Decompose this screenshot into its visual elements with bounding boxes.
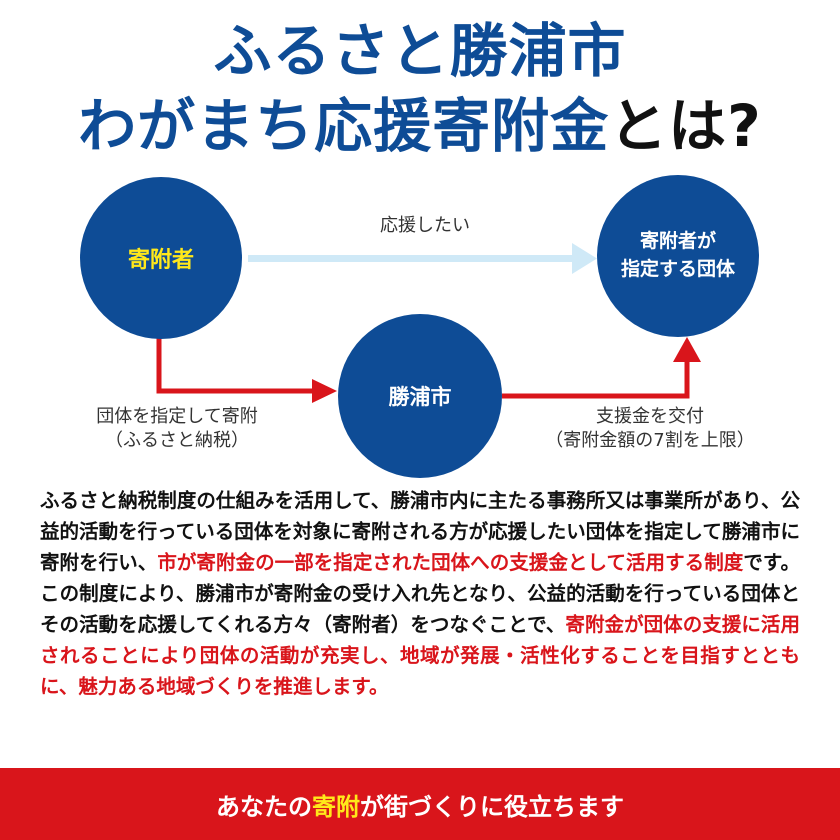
designate-label: 団体を指定して寄附 （ふるさと納税） [96,406,258,452]
city-node: 勝浦市 [338,314,502,478]
bottom-banner: あなたの寄附が街づくりに役立ちます [0,768,840,840]
title-city-name: ふるさと勝浦市 [213,17,627,85]
description-part-2: です。この制度により、勝浦市が寄附金の受け入れ先となり、公益的活動を行っている団… [40,551,800,636]
donor-label: 寄附者 [127,248,194,273]
donor-node: 寄附者 [80,177,242,339]
subsidy-arrow [502,337,701,399]
organization-label: 寄附者が 指定する団体 [620,230,735,280]
banner-part-1: あなたの [216,792,312,821]
support-label: 応援したい [380,215,470,236]
description-highlight-2: 寄附金が団体の支援に活用されることにより団体の活動が充実し、地域が発展・活性化す… [40,613,800,698]
support-arrow [248,243,597,274]
description-text: ふるさと納税制度の仕組みを活用して、勝浦市内に主たる事務所又は事業所があり、公益… [40,485,800,702]
title-question: とは? [609,92,762,160]
donation-arrow [156,338,337,403]
organization-node: 寄附者が 指定する団体 [597,175,759,337]
title-line-2: わがまち応援寄附金とは? [0,97,840,155]
subsidy-label: 支援金を交付 （寄附金額の7割を上限） [545,406,755,452]
title-line-1: ふるさと勝浦市 [0,22,840,80]
banner-part-2: が街づくりに役立ちます [360,792,624,821]
description-highlight-1: 市が寄附金の一部を指定された団体への支援金として活用する制度 [157,551,744,574]
description-part-1: ふるさと納税制度の仕組みを活用して、勝浦市内に主たる事務所又は事業所があり、公益… [40,489,800,574]
title-program-name: わがまち応援寄附金 [78,92,610,160]
city-label: 勝浦市 [388,385,452,409]
banner-highlight: 寄附 [312,792,360,821]
